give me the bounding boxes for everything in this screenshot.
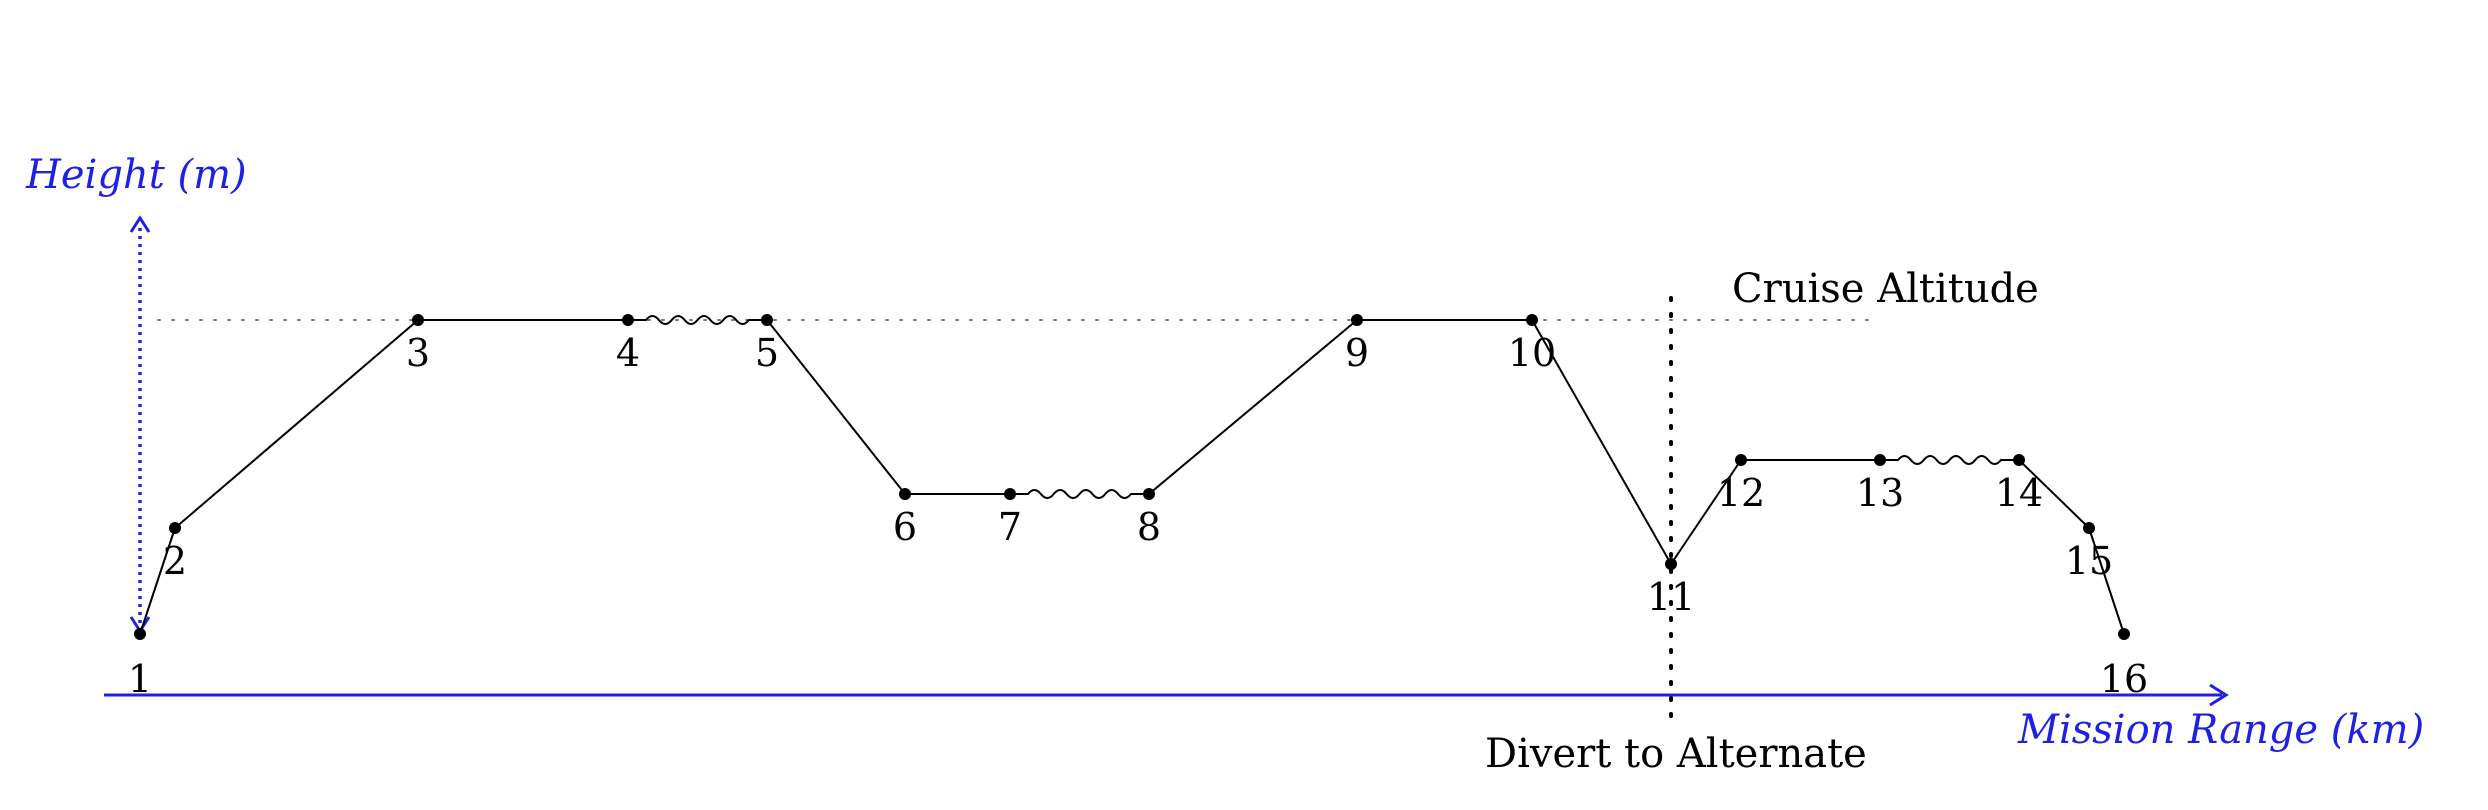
node-label-12: 12 bbox=[1717, 471, 1765, 515]
node-label-3: 3 bbox=[406, 331, 430, 375]
node-9 bbox=[1351, 314, 1363, 326]
loiter-segment-7-8 bbox=[1010, 489, 1149, 499]
node-12 bbox=[1735, 454, 1747, 466]
node-label-1: 1 bbox=[128, 657, 152, 701]
node-label-9: 9 bbox=[1345, 331, 1369, 375]
node-label-7: 7 bbox=[998, 505, 1022, 549]
profile-segment-14-15 bbox=[2018, 459, 2090, 529]
x-axis-arrow-icon bbox=[2209, 683, 2229, 707]
node-label-16: 16 bbox=[2100, 657, 2148, 701]
profile-segment-10-11 bbox=[1531, 319, 1672, 565]
profile-segment-8-9 bbox=[1148, 319, 1358, 495]
node-15 bbox=[2083, 522, 2095, 534]
loiter-segment-13-14 bbox=[1880, 455, 2019, 465]
node-14 bbox=[2013, 454, 2025, 466]
profile-segment-1-2 bbox=[139, 527, 176, 635]
profile-segment-5-6 bbox=[766, 319, 906, 495]
profile-nodes bbox=[134, 314, 2130, 640]
x-axis-label: Mission Range (km) bbox=[2017, 707, 2424, 753]
divert-label: Divert to Alternate bbox=[1485, 731, 1867, 777]
node-10 bbox=[1526, 314, 1538, 326]
node-label-10: 10 bbox=[1508, 331, 1556, 375]
node-label-4: 4 bbox=[616, 331, 640, 375]
node-label-5: 5 bbox=[755, 331, 779, 375]
profile-segment-15-16 bbox=[2088, 527, 2125, 635]
x-axis bbox=[104, 683, 2229, 707]
node-4 bbox=[622, 314, 634, 326]
node-label-8: 8 bbox=[1137, 505, 1161, 549]
node-16 bbox=[2118, 628, 2130, 640]
node-label-2: 2 bbox=[163, 539, 187, 583]
node-6 bbox=[899, 488, 911, 500]
node-11 bbox=[1665, 558, 1677, 570]
node-2 bbox=[169, 522, 181, 534]
node-3 bbox=[412, 314, 424, 326]
node-7 bbox=[1004, 488, 1016, 500]
profile-path bbox=[139, 315, 2125, 635]
profile-segment-2-3 bbox=[174, 319, 419, 529]
node-label-6: 6 bbox=[893, 505, 917, 549]
y-axis bbox=[129, 215, 151, 634]
node-1 bbox=[134, 628, 146, 640]
cruise-altitude-label: Cruise Altitude bbox=[1732, 266, 2039, 312]
node-label-11: 11 bbox=[1647, 575, 1695, 619]
node-label-13: 13 bbox=[1856, 471, 1904, 515]
y-axis-top-arrow-icon bbox=[129, 215, 151, 233]
node-13 bbox=[1874, 454, 1886, 466]
node-5 bbox=[761, 314, 773, 326]
node-8 bbox=[1143, 488, 1155, 500]
node-label-14: 14 bbox=[1995, 471, 2043, 515]
node-label-15: 15 bbox=[2065, 539, 2113, 583]
profile-segment-11-12 bbox=[1670, 459, 1742, 565]
loiter-segment-4-5 bbox=[628, 315, 767, 325]
y-axis-label: Height (m) bbox=[25, 152, 247, 198]
